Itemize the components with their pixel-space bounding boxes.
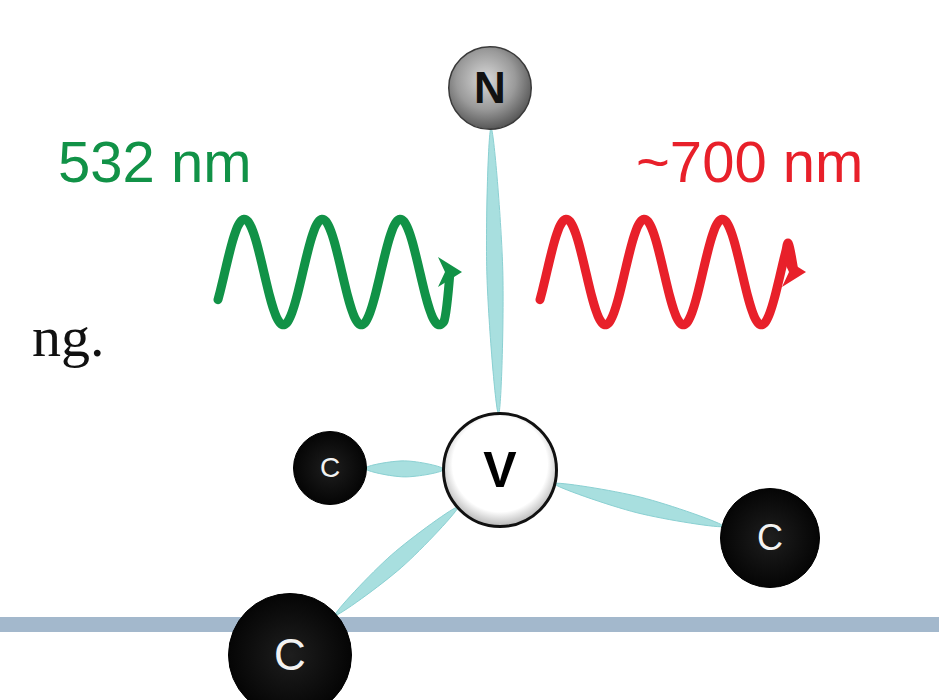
nitrogen-atom: N: [448, 46, 532, 130]
vacancy-site: V: [442, 412, 558, 528]
atom-symbol: V: [483, 445, 516, 495]
wavelength-label: ~700 nm: [636, 133, 863, 191]
atom-label-box: C: [293, 431, 367, 505]
carbon-atom: C: [720, 488, 820, 588]
carbon-atom: C: [293, 431, 367, 505]
wave-line: [540, 219, 794, 325]
light-waves: [218, 219, 806, 325]
text-fragment: ng.: [32, 308, 105, 366]
atom-symbol: C: [274, 633, 306, 677]
chemical-bond: [554, 483, 723, 527]
arrow-head: [438, 257, 462, 287]
chemical-bond: [335, 507, 458, 615]
surface-bar: [0, 617, 939, 632]
atom-label-box: V: [442, 412, 558, 528]
wavelength-label: 532 nm: [58, 133, 251, 191]
carbon-atom: C: [228, 593, 352, 700]
atom-label-box: N: [448, 46, 532, 130]
atom-label-box: C: [720, 488, 820, 588]
atom-symbol: N: [474, 66, 506, 110]
atom-symbol: C: [320, 454, 340, 482]
atom-symbol: C: [757, 520, 783, 556]
chemical-bond: [365, 461, 444, 477]
atom-label-box: C: [228, 593, 352, 700]
wave-line: [218, 219, 450, 325]
chemical-bond: [486, 128, 503, 414]
arrow-head: [782, 257, 806, 287]
